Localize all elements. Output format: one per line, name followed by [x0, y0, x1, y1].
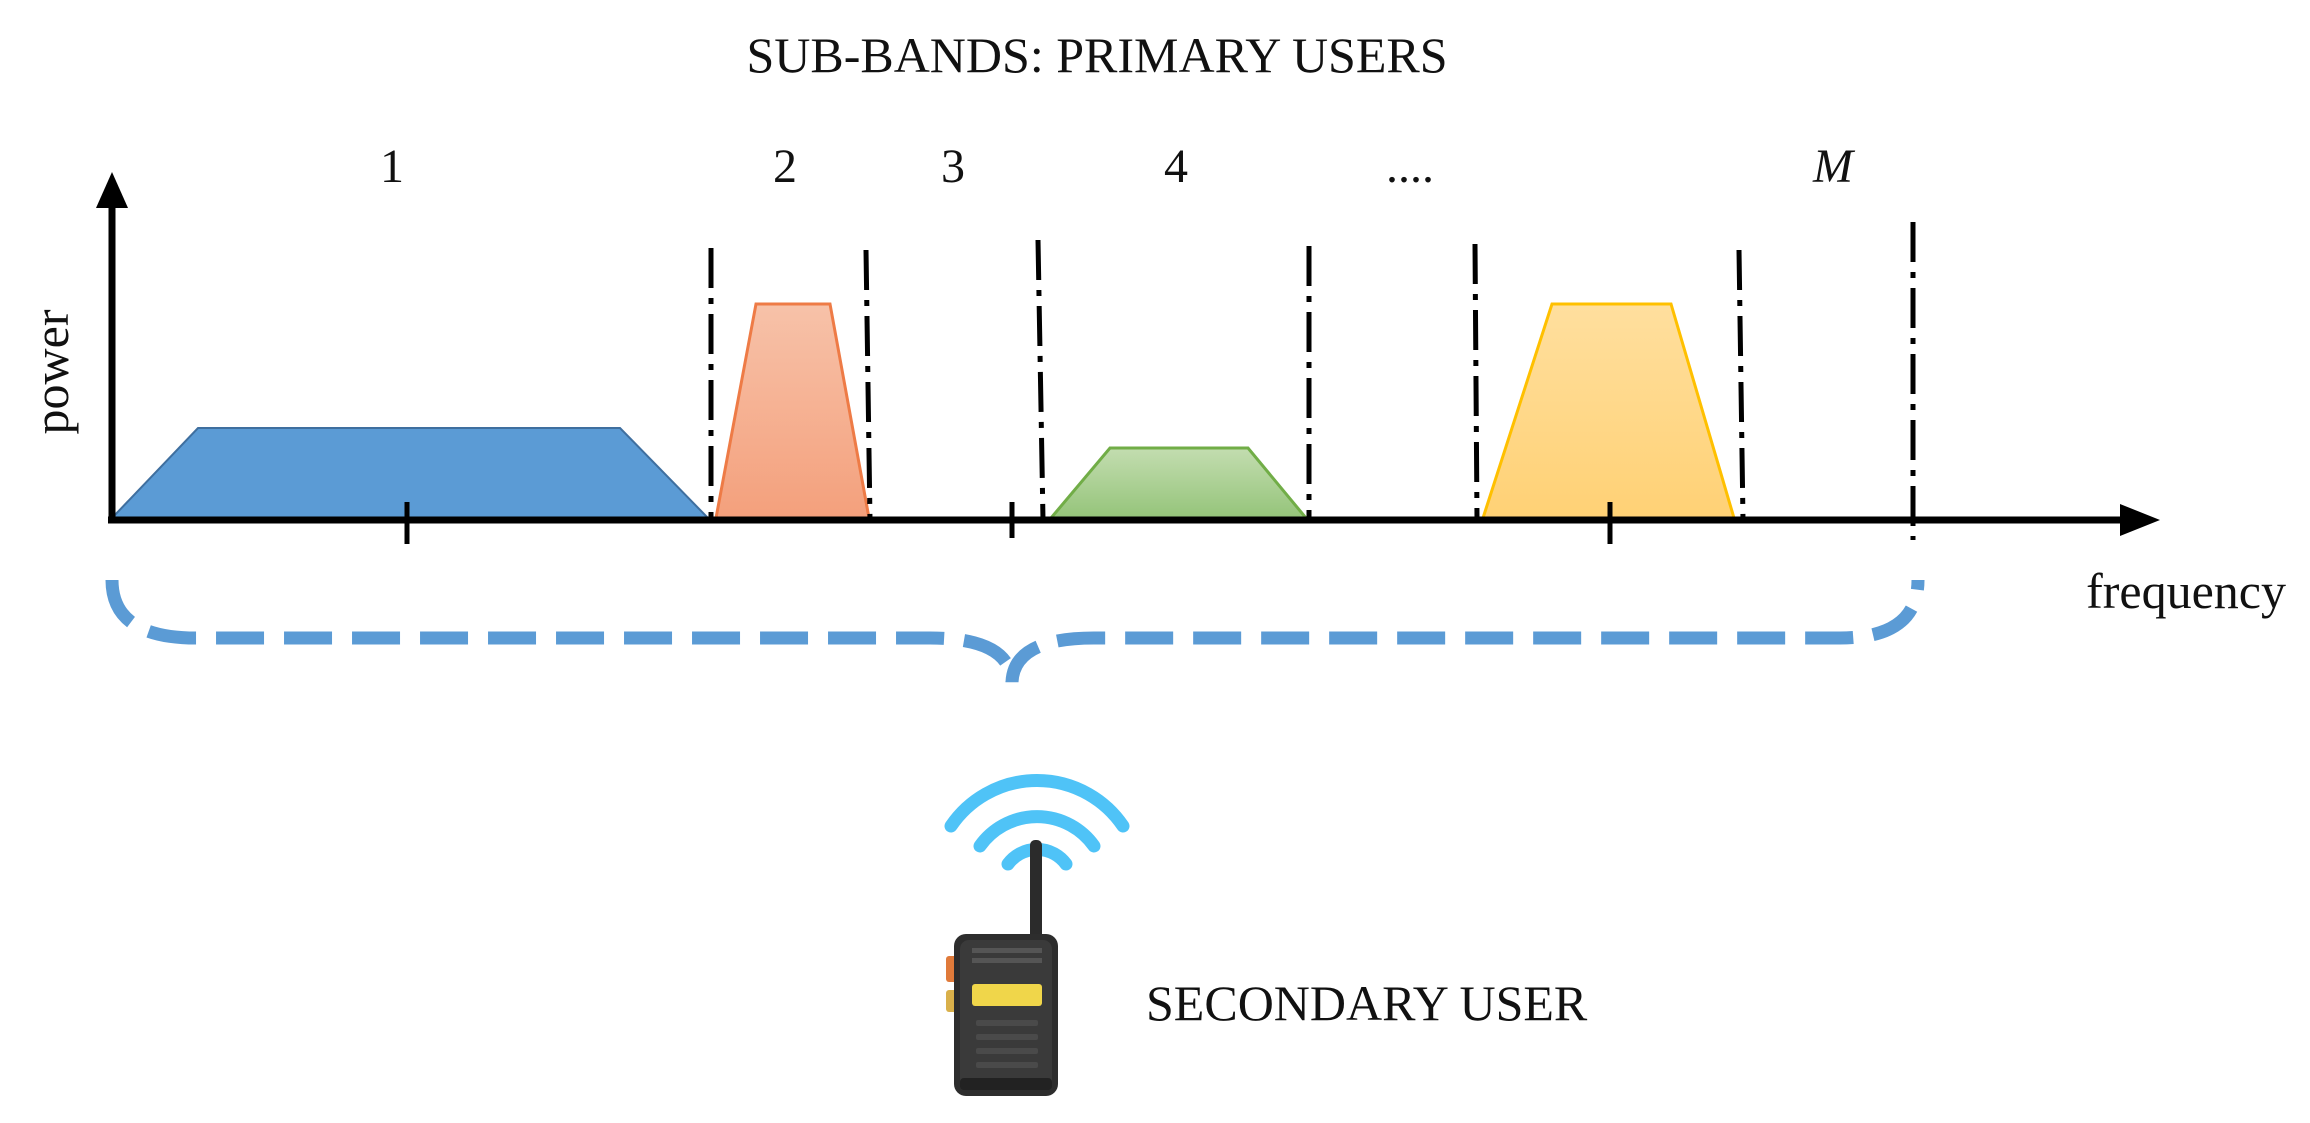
divider-3	[1035, 239, 1046, 521]
secondary-user-label: SECONDARY USER	[1146, 975, 1588, 1031]
band-2-shape	[714, 302, 871, 520]
x-axis-label: frequency	[2086, 563, 2286, 619]
subband-label-4: 4	[1164, 140, 1188, 193]
subband-label-1: 1	[380, 140, 404, 193]
secondary-user-brace	[105, 579, 1925, 683]
axes	[96, 172, 2160, 544]
divider-5	[1472, 243, 1480, 521]
walkie-talkie-icon	[944, 773, 1130, 1096]
subband-label-ellipsis: ....	[1386, 140, 1434, 193]
subband-label-m: M	[1812, 140, 1856, 193]
band-4-shape	[1047, 446, 1310, 520]
subband-label-2: 2	[773, 140, 797, 193]
x-axis-arrowhead	[2120, 504, 2160, 536]
band-m-shape	[1480, 302, 1737, 520]
band-1-shape	[109, 427, 711, 519]
y-axis-label: power	[23, 309, 79, 434]
subband-label-3: 3	[941, 140, 965, 193]
subband-dividers	[708, 222, 1916, 540]
diagram-title: SUB-BANDS: PRIMARY USERS	[746, 27, 1447, 83]
divider-6	[1736, 249, 1746, 521]
y-axis-arrowhead	[96, 172, 128, 208]
divider-2	[863, 249, 873, 521]
